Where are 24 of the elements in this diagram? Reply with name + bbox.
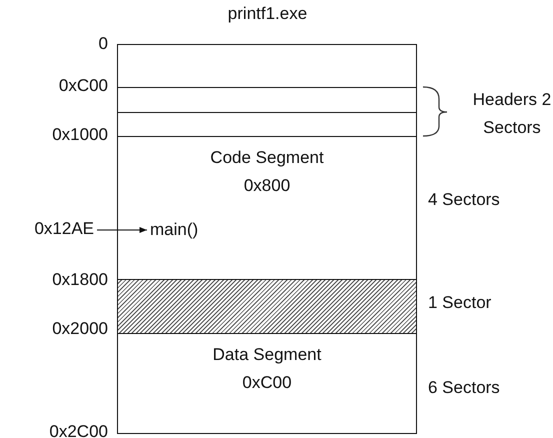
address-label: 0x1000: [51, 125, 108, 145]
segment-band: [117, 87, 417, 113]
size-label: 1 Sector: [428, 293, 492, 313]
segment-band: [117, 112, 417, 137]
address-label: 0x1800: [51, 270, 108, 290]
address-label: 0xC00: [58, 76, 108, 96]
size-label: 4 Sectors: [428, 190, 500, 210]
text-label: 0x12AE: [8, 218, 94, 240]
size-label: Headers 2 Sectors: [472, 89, 552, 139]
padding-band: [117, 279, 417, 334]
address-label: 0: [98, 34, 108, 54]
segment-size: 0x800: [242, 175, 292, 197]
text-label: main(): [150, 219, 220, 241]
address-label: 0x2000: [51, 319, 108, 339]
segment-name: Code Segment: [209, 147, 325, 169]
arrow: [97, 226, 147, 234]
size-label: 6 Sectors: [428, 378, 500, 398]
segment-name: Data Segment: [212, 344, 322, 366]
segment-size: 0xC00: [241, 372, 293, 394]
segment-band: [117, 44, 417, 88]
address-label: 0x2C00: [48, 422, 108, 438]
title: printf1.exe: [226, 4, 308, 24]
segment-band: [117, 333, 417, 434]
segment-band: [117, 136, 417, 280]
